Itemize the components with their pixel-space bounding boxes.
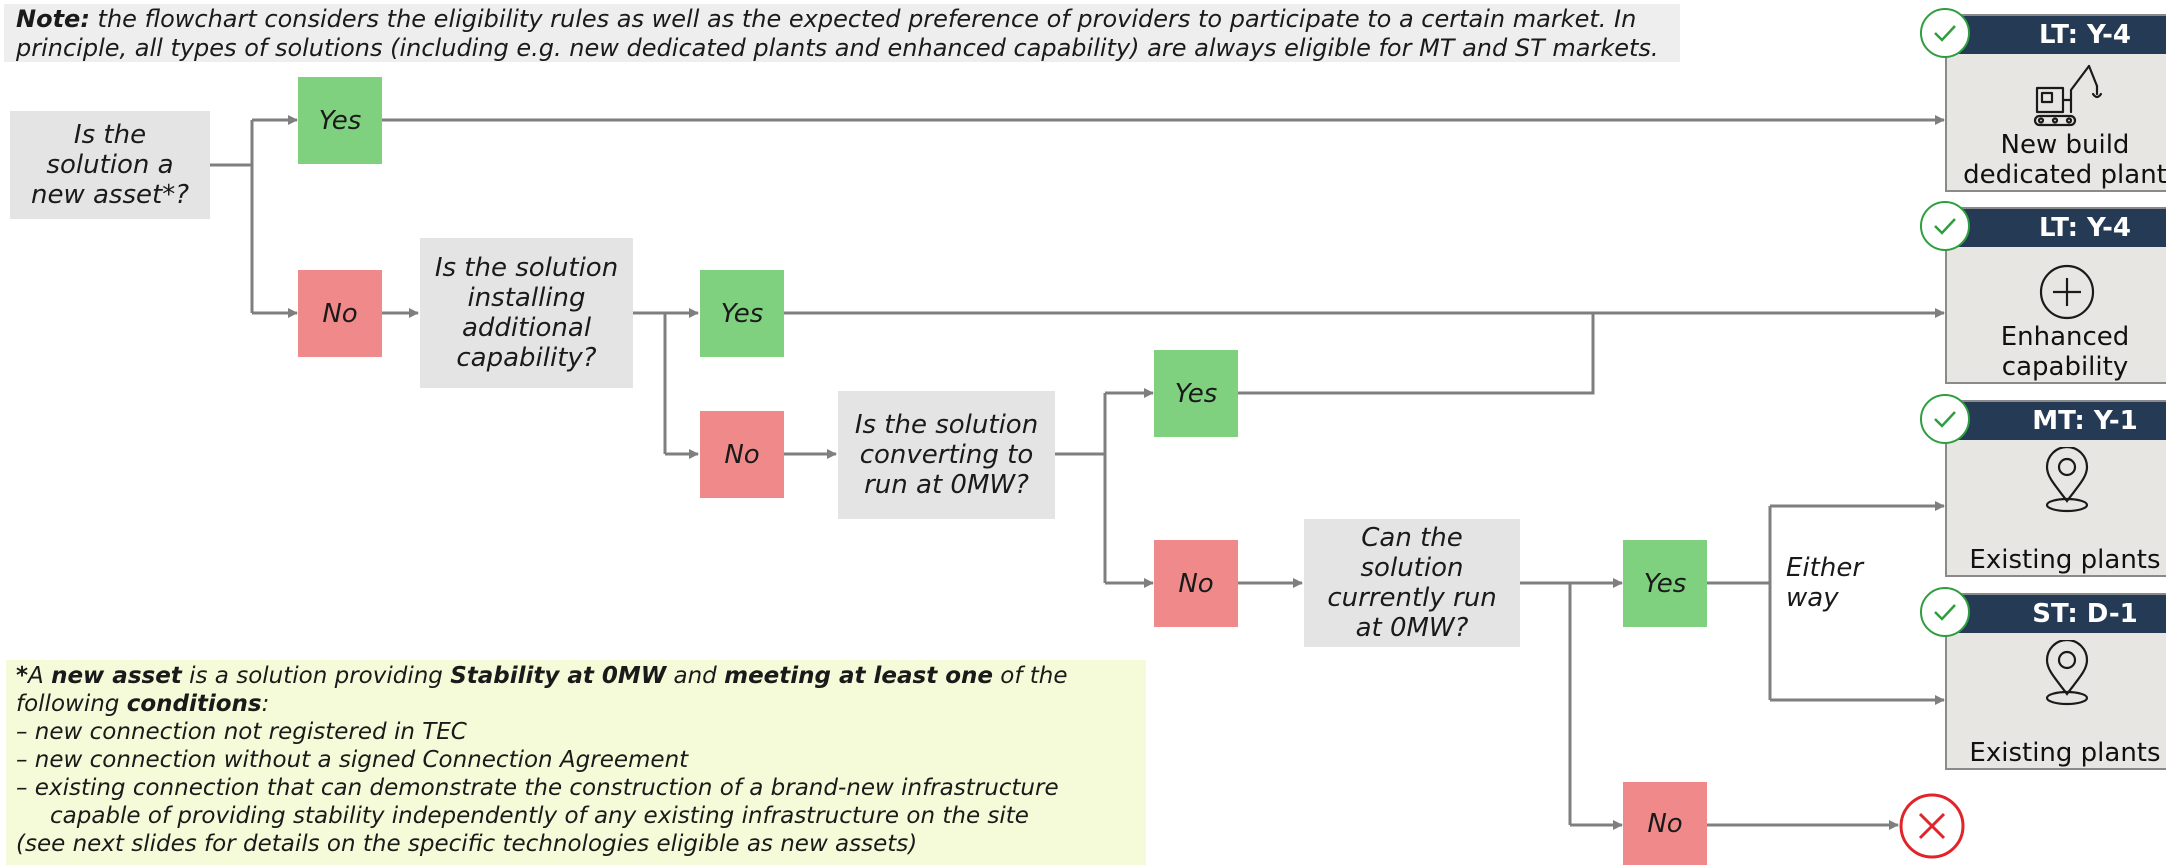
question-additional-capability-text: Is the solution installing additional ca… [434, 253, 619, 373]
footnote-intro-d: and [666, 663, 725, 689]
reject-x-icon [1899, 793, 1965, 859]
footnote-condition-item: – existing connection that can demonstra… [16, 775, 1059, 829]
answer-no-new-asset: No [298, 270, 382, 357]
check-icon [1920, 8, 1970, 58]
question-currently-run-0mw: Can the solution currently run at 0MW? [1304, 519, 1520, 647]
footnote-star: * [16, 663, 29, 689]
question-currently-run-0mw-text: Can the solution currently run at 0MW? [1327, 523, 1497, 643]
new-asset-footnote: *A new asset is a solution providing Sta… [6, 660, 1146, 865]
note-label: Note: [16, 5, 90, 33]
outcome-header: LT: Y-4 [1947, 16, 2166, 54]
location-pin-icon [2045, 640, 2089, 706]
answer-yes-new-asset: Yes [298, 77, 382, 164]
outcome-header: LT: Y-4 [1947, 209, 2166, 247]
answer-no-converting: No [1154, 540, 1238, 627]
footnote-intro-c: is a solution providing [181, 663, 451, 689]
outcome-label: Existing plants [1969, 545, 2161, 575]
question-new-asset-text: Is the solution a new asset*? [30, 120, 190, 210]
crane-icon [2033, 64, 2103, 127]
outcome-label: Enhanced capability [2000, 322, 2130, 382]
either-way-label: Either way [1786, 553, 1864, 613]
answer-yes-additional-capability: Yes [700, 270, 784, 357]
check-icon [1920, 587, 1970, 637]
outcome-label: Existing plants [1969, 738, 2161, 768]
plus-circle-icon [2039, 264, 2095, 320]
footnote-intro-b2: Stability at 0MW [450, 663, 667, 689]
outcome-header: MT: Y-1 [1947, 402, 2166, 440]
answer-yes-currently-run: Yes [1623, 540, 1707, 627]
outcome-header: ST: D-1 [1947, 595, 2166, 633]
outcome-card-lt-new-build: LT: Y-4 New build dedicated plant [1945, 14, 2166, 192]
footnote-intro-a: A [28, 663, 52, 689]
answer-no-currently-run: No [1623, 782, 1707, 865]
outcome-card-mt: MT: Y-1 Existing plants [1945, 400, 2166, 577]
note-box: Note: the flowchart considers the eligib… [4, 4, 1680, 62]
footnote-intro-f: : [261, 691, 270, 717]
footnote-intro-b3: meeting at least one [724, 663, 993, 689]
check-icon [1920, 394, 1970, 444]
question-new-asset: Is the solution a new asset*? [10, 111, 210, 219]
location-pin-icon [2045, 447, 2089, 513]
question-additional-capability: Is the solution installing additional ca… [420, 238, 633, 388]
footnote-intro: *A new asset is a solution providing Sta… [16, 662, 1136, 718]
footnote-intro-e: of the following [16, 663, 1068, 717]
footnote-intro-b1: new asset [51, 663, 182, 689]
answer-yes-converting: Yes [1154, 350, 1238, 437]
check-icon [1920, 201, 1970, 251]
note-text: the flowchart considers the eligibility … [16, 5, 1659, 62]
outcome-card-lt-enhanced: LT: Y-4 Enhanced capability [1945, 207, 2166, 384]
footnote-condition-item: – new connection without a signed Connec… [16, 747, 689, 773]
outcome-label: New build dedicated plant [1963, 130, 2166, 190]
footnote-intro-b4: conditions [126, 691, 262, 717]
question-converting-0mw-text: Is the solution converting to run at 0MW… [854, 410, 1039, 500]
answer-no-additional-capability: No [700, 411, 784, 498]
footnote-closing: (see next slides for details on the spec… [16, 831, 918, 857]
question-converting-0mw: Is the solution converting to run at 0MW… [838, 391, 1055, 519]
outcome-card-st: ST: D-1 Existing plants [1945, 593, 2166, 770]
footnote-condition-item: – new connection not registered in TEC [16, 719, 467, 745]
